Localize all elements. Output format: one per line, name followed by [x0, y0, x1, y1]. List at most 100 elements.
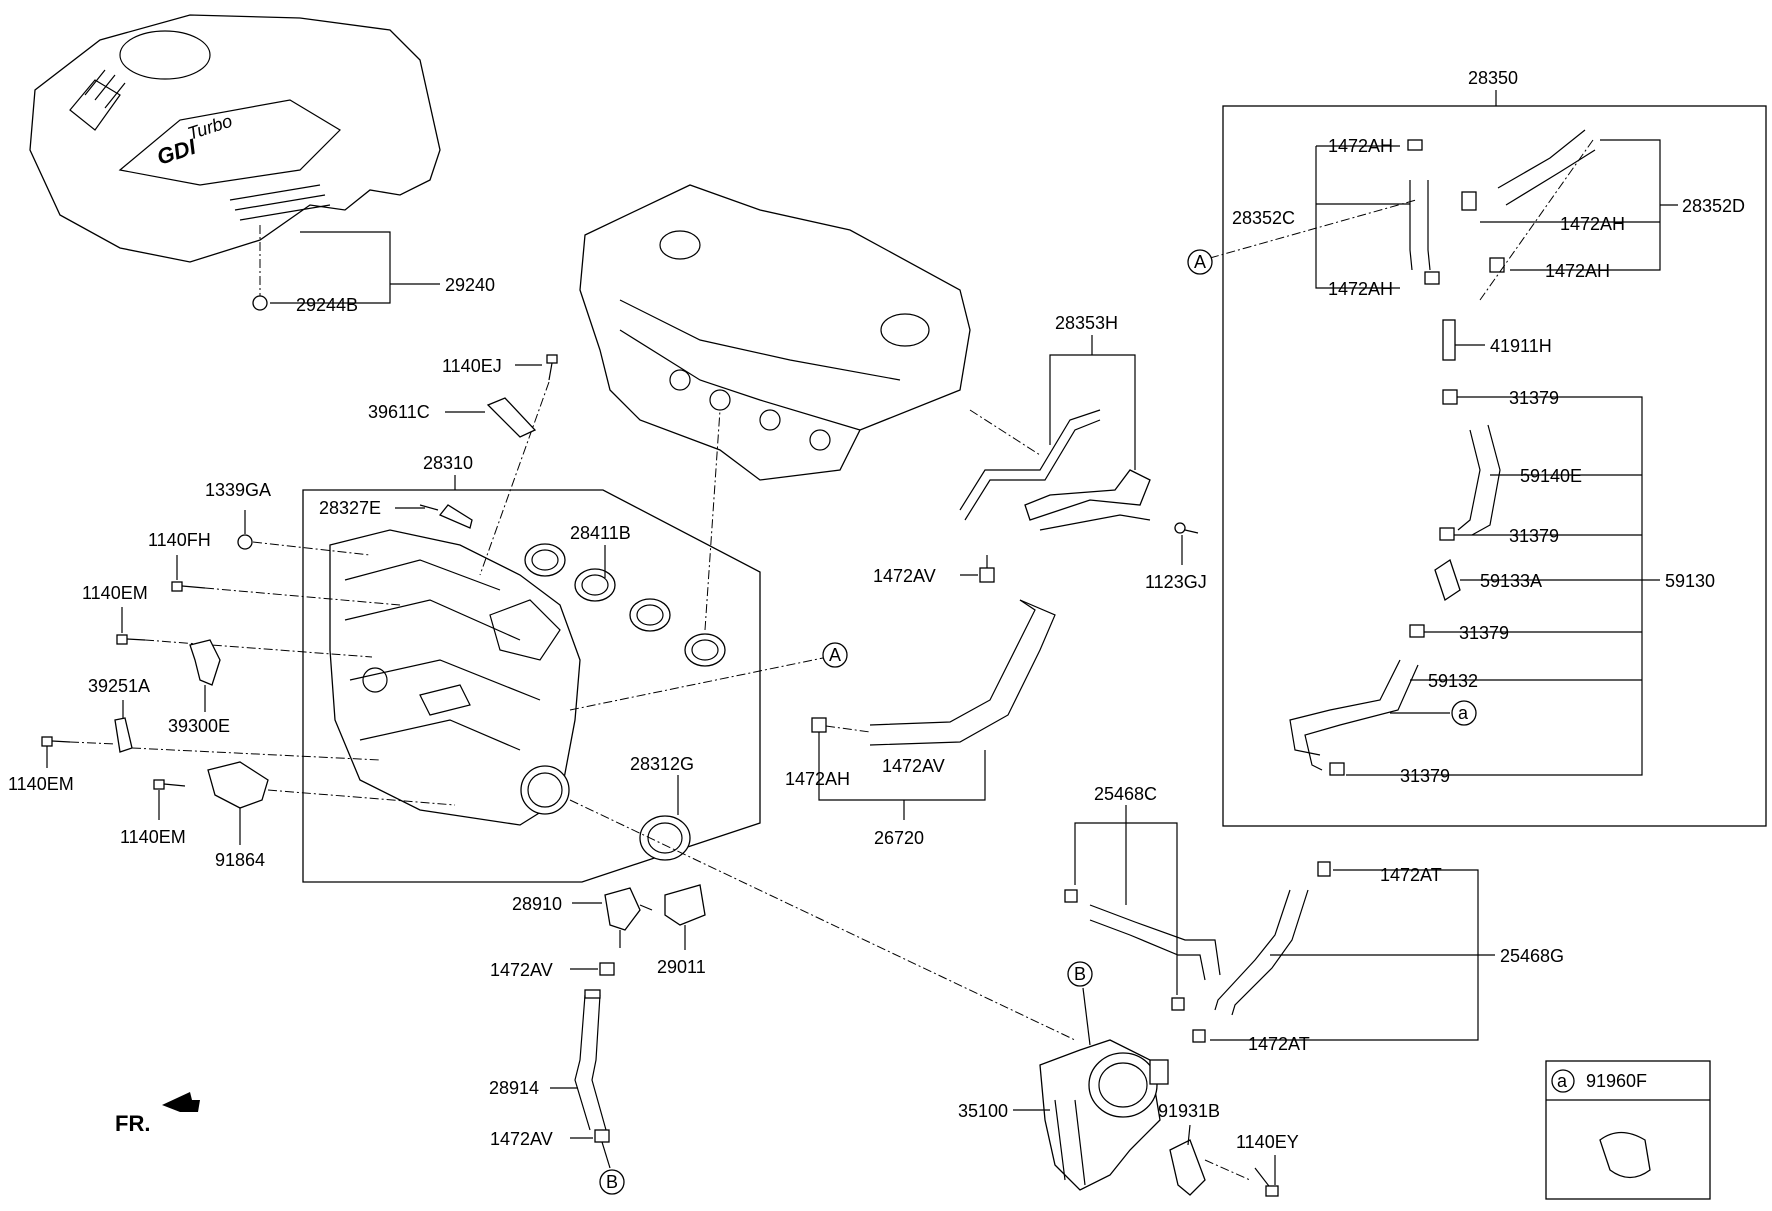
marker-b-throttle: B: [1074, 964, 1086, 984]
intake-manifold-drawing: [329, 529, 581, 826]
leader-dash: [1479, 139, 1594, 301]
label-39300e: 39300E: [168, 716, 230, 736]
label-28411b: 28411B: [570, 523, 631, 543]
gasket-28312g-inner: [647, 822, 683, 854]
label-28914: 28914: [489, 1078, 539, 1098]
bolt-1140ej-drawing: [546, 354, 558, 381]
leader-dash: [479, 381, 550, 576]
hose-59130-drawing: [1289, 389, 1501, 776]
label-1140em-a: 1140EM: [82, 583, 148, 603]
hose-25468c-drawing: [1064, 889, 1221, 1011]
leader-dash: [131, 747, 381, 761]
breather-group-outline: [1222, 105, 1767, 827]
leader-28352c: [1315, 146, 1400, 289]
bolt-1140em-lower-drawing: [153, 779, 186, 790]
leader-26720: [818, 732, 986, 801]
label-59132: 59132: [1428, 671, 1478, 691]
label-1472av-d: 1472AV: [490, 1129, 553, 1149]
engine-cover-drawing: Turbo GDI: [29, 14, 441, 263]
label-1123gj: 1123GJ: [1145, 572, 1207, 592]
bracket-39251a-shape: [114, 717, 133, 753]
label-39251a: 39251A: [88, 676, 150, 696]
leader-dash: [969, 409, 1041, 456]
label-31379-c: 31379: [1459, 623, 1509, 643]
label-29244b: 29244B: [296, 295, 358, 315]
marker-b-lower: B: [606, 1172, 618, 1192]
legend-marker-a: a: [1557, 1071, 1568, 1091]
label-31379-b: 31379: [1509, 526, 1559, 546]
sensor-39300e-shape: [189, 639, 221, 686]
sensor-28327e-drawing: [419, 504, 473, 529]
gasket-28312g-shape: [639, 815, 691, 861]
gasket-28411b-drawing: [524, 543, 726, 667]
leader-dash: [1204, 1159, 1251, 1181]
label-1472ah-e: 1472AH: [1545, 261, 1610, 281]
label-28353h: 28353H: [1055, 313, 1118, 333]
cylinder-head-drawing: [579, 184, 971, 481]
valve-28910-drawing: [604, 887, 653, 948]
label-1472av-b: 1472AV: [882, 756, 945, 776]
label-28350: 28350: [1468, 68, 1518, 88]
label-91931b: 91931B: [1158, 1101, 1220, 1121]
front-indicator-label: FR.: [115, 1111, 150, 1136]
label-91960f: 91960F: [1586, 1071, 1647, 1091]
label-31379-a: 31379: [1509, 388, 1559, 408]
bolt-1140em-left-drawing: [41, 736, 71, 747]
label-39611c: 39611C: [368, 402, 430, 422]
leader-dash: [144, 639, 373, 658]
leader-dash: [569, 657, 824, 711]
label-25468g: 25468G: [1500, 946, 1564, 966]
leader-91931b: [1187, 1124, 1191, 1146]
throttle-body-drawing: [1039, 1039, 1169, 1191]
marker-a-manifold: A: [829, 645, 841, 665]
bolt-1140fh-drawing: [171, 581, 206, 592]
label-1140fh: 1140FH: [148, 530, 211, 550]
grommet-1339ga-shape: [237, 534, 253, 550]
leader-dash: [204, 587, 401, 606]
marker-a-small-circle: [1451, 700, 1477, 726]
label-41911h: 41911H: [1490, 336, 1552, 356]
label-1339ga: 1339GA: [205, 480, 271, 500]
bracket-39611c-shape: [486, 397, 537, 438]
connector-41911h-shape: [1442, 319, 1456, 361]
legend-box: [1545, 1060, 1711, 1200]
label-1472ah-d: 1472AH: [1560, 214, 1625, 234]
label-59140e: 59140E: [1520, 466, 1582, 486]
label-26720: 26720: [874, 828, 924, 848]
leader-dash: [825, 725, 871, 733]
nut-29244b-shape: [252, 295, 268, 311]
marker-b-throttle-circle: [1067, 961, 1093, 987]
marker-a-small: a: [1458, 703, 1469, 723]
bracket-29011-shape: [664, 884, 706, 926]
leader-28352d: [1510, 139, 1661, 271]
label-29240: 29240: [445, 275, 495, 295]
label-35100: 35100: [958, 1101, 1008, 1121]
label-1472ah-a: 1472AH: [785, 769, 850, 789]
leader-29240: [270, 231, 391, 304]
leader-dash: [1209, 199, 1417, 259]
bolt-1140ey-drawing: [1254, 1167, 1279, 1197]
label-1472ah-b: 1472AH: [1328, 136, 1393, 156]
marker-a-circle: [822, 642, 848, 668]
leader-dash: [569, 799, 1076, 1041]
label-1472ah-c: 1472AH: [1328, 279, 1393, 299]
clamp-1472av-d-shape: [594, 1129, 610, 1143]
leader-dash: [69, 741, 116, 745]
label-28327e: 28327E: [319, 498, 381, 518]
label-31379-d: 31379: [1400, 766, 1450, 786]
label-1140em-c: 1140EM: [120, 827, 186, 847]
label-29011: 29011: [657, 957, 706, 977]
leader-59130: [1346, 396, 1643, 776]
hose-28352c-drawing: [1407, 139, 1440, 285]
label-28312g: 28312G: [630, 754, 694, 774]
hose-28914-drawing: [574, 989, 607, 1131]
front-arrow-icon: [162, 1092, 200, 1112]
label-1472at-a: 1472AT: [1380, 865, 1442, 885]
manifold-group-outline: [302, 489, 761, 883]
label-1472av-a: 1472AV: [873, 566, 936, 586]
hose-28352d-drawing: [1461, 129, 1596, 273]
label-28910: 28910: [512, 894, 562, 914]
hose-26720-drawing: [811, 555, 1056, 746]
leader-marker-b-throttle: [1082, 987, 1091, 1046]
clamp-1472av-c-shape: [599, 962, 615, 976]
